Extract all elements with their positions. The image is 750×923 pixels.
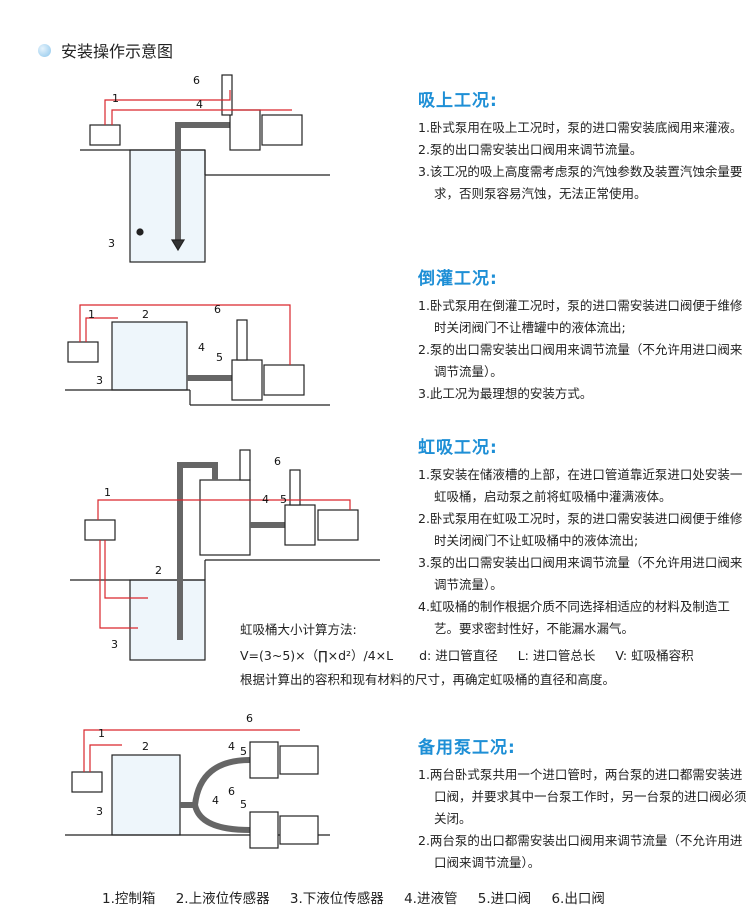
page-title: 安装操作示意图 — [38, 38, 173, 62]
list-item: 1.两台卧式泵共用一个进口管时，两台泵的进口都需安装进口阀，并要求其中一台泵工作… — [418, 767, 747, 826]
list-item: 1.卧式泵用在倒灌工况时，泵的进口需安装进口阀便于维修时关闭阀门不让槽罐中的液体… — [418, 298, 743, 335]
list-item: 2.泵的出口需安装出口阀用来调节流量。 — [418, 142, 643, 157]
label-3: 3 — [108, 237, 115, 250]
list-item: 2.卧式泵用在虹吸工况时，泵的进口需安装进口阀便于维修时关闭阀门不让虹吸桶中的液… — [418, 511, 743, 548]
legend-item: 3.下液位传感器 — [289, 891, 384, 907]
section-standby: 备用泵工况: 1.两台卧式泵共用一个进口管时，两台泵的进口都需安装进口阀，并要求… — [416, 733, 750, 874]
diagram-standby — [65, 729, 330, 849]
calc-v: V: 虹吸桶容积 — [615, 648, 694, 663]
siphon-calculation: 虹吸桶大小计算方法: V=(3~5)×（∏×d²）/4×L d: 进口管直径 L… — [240, 618, 694, 692]
label-5: 5 — [240, 745, 247, 758]
calc-formula: V=(3~5)×（∏×d²）/4×L — [240, 648, 394, 663]
section-suction: 吸上工况: 1.卧式泵用在吸上工况时，泵的进口需安装底阀用来灌液。 2.泵的出口… — [416, 86, 750, 205]
label-1: 1 — [104, 486, 111, 499]
label-3: 3 — [111, 638, 118, 651]
section-heading: 虹吸工况: — [418, 438, 498, 458]
diagram-flooded — [65, 304, 330, 406]
label-4: 4 — [196, 98, 203, 111]
calc-title: 虹吸桶大小计算方法: — [240, 622, 357, 637]
list-item: 3.泵的出口需安装出口阀用来调节流量（不允许用进口阀来调节流量）。 — [418, 555, 743, 592]
label-6: 6 — [246, 712, 253, 725]
label-5: 5 — [240, 798, 247, 811]
legend-item: 5.进口阀 — [477, 891, 532, 907]
label-2: 2 — [142, 308, 149, 321]
label-6: 6 — [228, 785, 235, 798]
section-flooded: 倒灌工况: 1.卧式泵用在倒灌工况时，泵的进口需安装进口阀便于维修时关闭阀门不让… — [416, 264, 750, 405]
list-item: 3.该工况的吸上高度需考虑泵的汽蚀参数及装置汽蚀余量要求，否则泵容易汽蚀，无法正… — [418, 164, 743, 201]
label-2: 2 — [142, 740, 149, 753]
list-item: 1.卧式泵用在吸上工况时，泵的进口需安装底阀用来灌液。 — [418, 120, 743, 135]
list-item: 4.虹吸桶的制作根据介质不同选择相适应的材料及制造工艺。要求密封性好，不能漏水漏… — [418, 599, 730, 636]
label-5: 5 — [280, 493, 287, 506]
legend: 1.控制箱 2.上液位传感器 3.下液位传感器 4.进液管 5.进口阀 6.出口… — [102, 887, 621, 907]
label-4: 4 — [212, 794, 219, 807]
label-3: 3 — [96, 374, 103, 387]
calc-note: 根据计算出的容积和现有材料的尺寸，再确定虹吸桶的直径和高度。 — [240, 672, 616, 687]
legend-item: 4.进液管 — [404, 891, 458, 907]
list-item: 2.两台泵的出口都需安装出口阀用来调节流量（不允许用进口阀来调节流量）。 — [418, 833, 743, 870]
calc-l: L: 进口管总长 — [517, 648, 596, 663]
label-1: 1 — [112, 92, 119, 105]
legend-item: 1.控制箱 — [102, 891, 156, 907]
label-1: 1 — [98, 727, 105, 740]
calc-d: d: 进口管直径 — [419, 648, 498, 663]
label-6: 6 — [274, 455, 281, 468]
label-6: 6 — [193, 74, 200, 87]
label-2: 2 — [155, 564, 162, 577]
label-6: 6 — [214, 303, 221, 316]
label-4: 4 — [198, 341, 205, 354]
label-4: 4 — [262, 493, 269, 506]
label-5: 5 — [216, 351, 223, 364]
list-item: 2.泵的出口需安装出口阀用来调节流量（不允许用进口阀来调节流量）。 — [418, 342, 743, 379]
section-heading: 倒灌工况: — [418, 269, 498, 289]
legend-item: 6.出口阀 — [551, 891, 605, 907]
legend-item: 2.上液位传感器 — [175, 891, 270, 907]
label-4: 4 — [228, 740, 235, 753]
diagram-siphon — [70, 449, 380, 661]
section-heading: 吸上工况: — [418, 91, 498, 111]
section-heading: 备用泵工况: — [418, 738, 516, 758]
label-1: 1 — [88, 308, 95, 321]
diagram-suction — [80, 74, 330, 263]
section-siphon: 虹吸工况: 1.泵安装在储液槽的上部，在进口管道靠近泵进口处安装一虹吸桶，启动泵… — [416, 433, 750, 640]
list-item: 1.泵安装在储液槽的上部，在进口管道靠近泵进口处安装一虹吸桶，启动泵之前将虹吸桶… — [418, 467, 743, 504]
label-3: 3 — [96, 805, 103, 818]
bullet-icon — [38, 43, 51, 57]
list-item: 3.此工况为最理想的安装方式。 — [418, 386, 593, 401]
title-text: 安装操作示意图 — [61, 42, 174, 61]
